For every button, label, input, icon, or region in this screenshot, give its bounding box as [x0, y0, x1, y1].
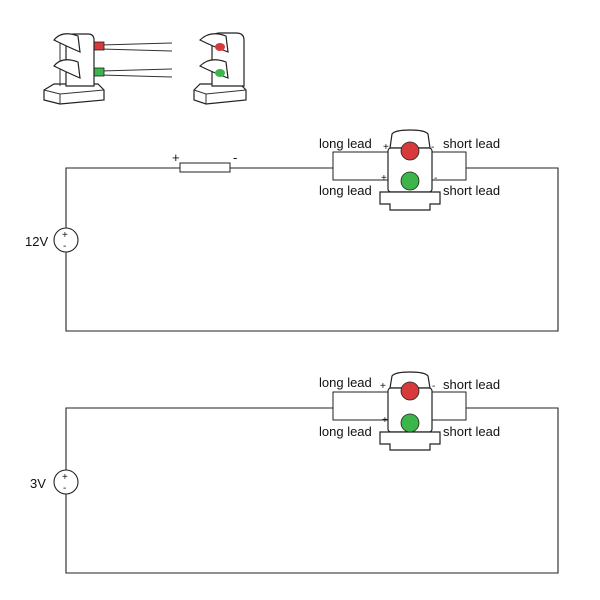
green-led-cap — [93, 67, 105, 77]
red-led — [400, 141, 420, 161]
light-top-cap — [389, 129, 431, 149]
wire-left-top — [65, 407, 333, 470]
red-led-minus-sign: - — [432, 381, 435, 392]
red-led — [400, 381, 420, 401]
red-led-cap — [93, 41, 105, 51]
light-hood-bottom — [53, 59, 81, 79]
light-top-cap — [389, 371, 431, 389]
red-led-plus-sign: + — [383, 142, 389, 153]
source-plus-sign: + — [62, 472, 68, 483]
red-led-long-lead-label: long lead — [319, 375, 372, 390]
green-led — [400, 171, 420, 191]
red-led-lead-a — [99, 42, 173, 46]
light-base — [43, 83, 105, 105]
red-led-short-lead-label: short lead — [443, 377, 500, 392]
green-led-minus-sign: - — [434, 415, 437, 426]
red-light — [215, 43, 225, 51]
circuit-12v: + - + - 12V long lead short lead long le… — [25, 129, 559, 332]
wire-return — [65, 167, 559, 332]
voltage-source — [53, 469, 79, 495]
green-led-minus-sign: - — [434, 173, 437, 184]
green-led-short-lead-label: short lead — [443, 424, 500, 439]
green-led-lead-b — [99, 74, 173, 78]
red-led-minus-sign: - — [431, 142, 434, 153]
circuit-3v: + - 3V long lead short lead long lead sh… — [30, 371, 559, 574]
red-led-lead-b — [99, 48, 173, 52]
resistor-plus-sign: + — [172, 150, 180, 165]
traffic-light-illustration-left — [43, 33, 173, 105]
resistor — [179, 162, 231, 173]
light-base — [379, 431, 441, 451]
traffic-light-illustration-right — [193, 32, 247, 105]
light-base — [379, 191, 441, 211]
source-minus-sign: - — [63, 241, 66, 252]
green-led-plus-sign: + — [381, 173, 387, 184]
voltage-source — [53, 227, 79, 253]
green-led-short-lead-label: short lead — [443, 183, 500, 198]
source-plus-sign: + — [62, 230, 68, 241]
resistor-minus-sign: - — [233, 150, 237, 165]
voltage-label: 12V — [25, 234, 48, 249]
green-light — [215, 69, 225, 77]
green-led-lead-a — [99, 68, 173, 72]
green-led-plus-sign: + — [382, 415, 388, 426]
green-led-long-lead-label: long lead — [319, 424, 372, 439]
red-led-short-lead-label: short lead — [443, 136, 500, 151]
voltage-label: 3V — [30, 476, 46, 491]
red-led-plus-sign: + — [380, 381, 386, 392]
light-hood-top — [53, 33, 81, 53]
red-led-long-lead-label: long lead — [319, 136, 372, 151]
green-led-long-lead-label: long lead — [319, 183, 372, 198]
wire-left-top — [65, 167, 180, 228]
light-base — [193, 83, 247, 105]
green-led — [400, 413, 420, 433]
source-minus-sign: - — [63, 483, 66, 494]
wire-return — [65, 407, 559, 574]
